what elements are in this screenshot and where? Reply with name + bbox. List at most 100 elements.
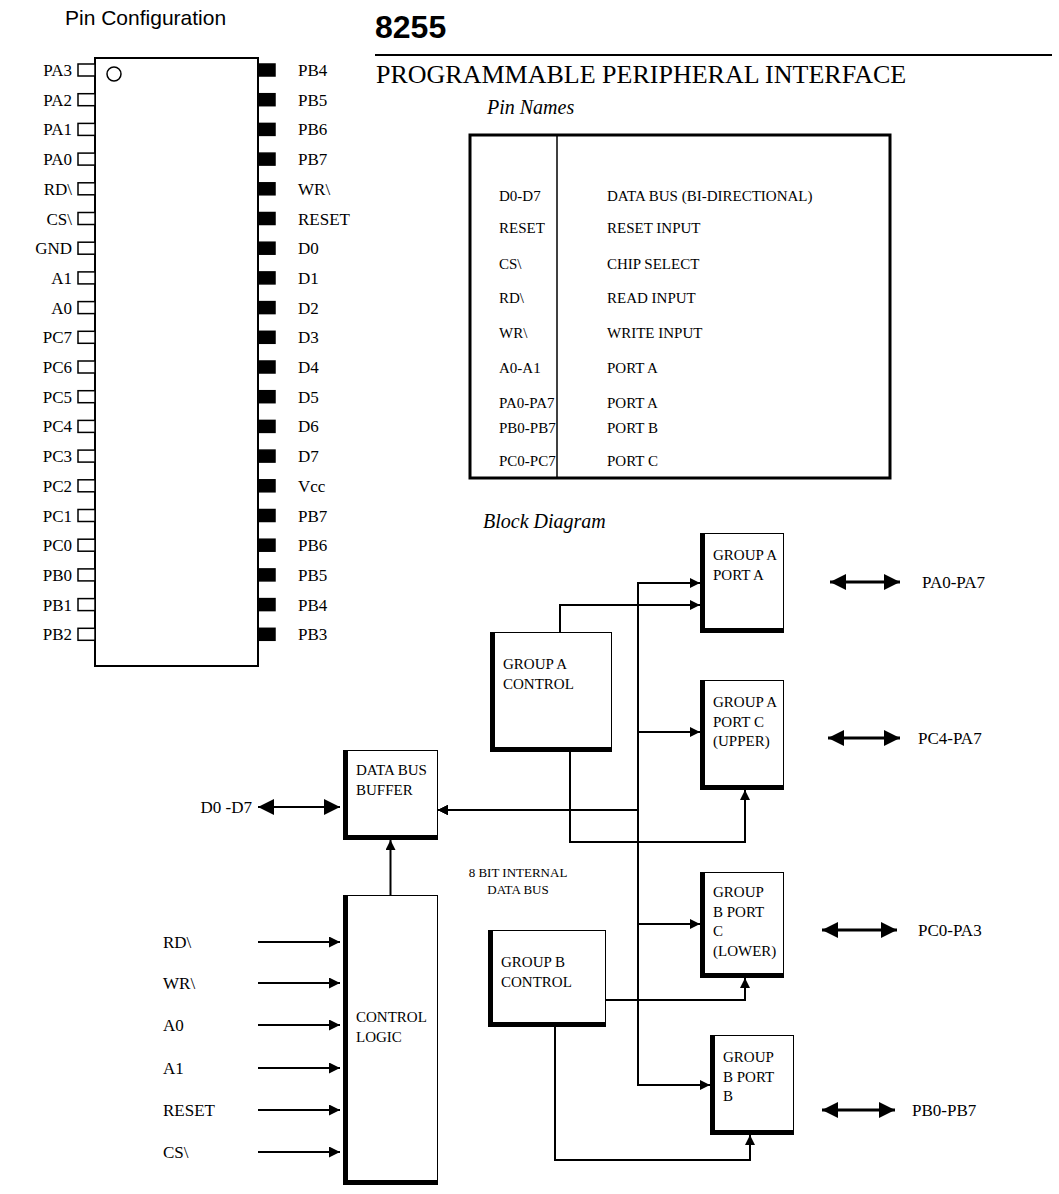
- pin-name: PB6: [298, 121, 327, 138]
- pin-name: PB0: [43, 566, 72, 583]
- pin-name: PA2: [43, 91, 72, 108]
- device-name: PROGRAMMABLE PERIPHERAL INTERFACE: [376, 60, 906, 90]
- table-heading: Pin Names: [487, 96, 574, 119]
- table-cell: READ INPUT: [607, 291, 696, 306]
- pin-name: PB4: [298, 62, 327, 79]
- table-cell: D0-D7: [499, 189, 541, 204]
- block-box: GROUP B PORT B: [710, 1035, 794, 1135]
- table-cell: CS\: [499, 257, 522, 272]
- table-cell: PB0-PB7: [499, 421, 556, 436]
- pin-name: PC2: [43, 477, 72, 494]
- pin-stub: [78, 361, 95, 373]
- table-cell: RESET: [499, 221, 545, 236]
- port-io-arrows: [822, 582, 900, 1110]
- table-cell: PORT C: [607, 454, 658, 469]
- pin-name: PB3: [298, 626, 327, 643]
- bus-connector: [560, 605, 700, 632]
- pin-stub: [258, 391, 275, 403]
- chip-title: 8255: [375, 10, 446, 45]
- pin-name: D1: [298, 269, 319, 286]
- block-box: GROUP A CONTROL: [490, 632, 612, 752]
- block-box: GROUP A PORT A: [700, 533, 784, 633]
- pin-stub: [258, 94, 275, 106]
- bus-connector: [390, 840, 392, 895]
- pin-stub: [258, 123, 275, 135]
- pin-name: PC4: [43, 418, 72, 435]
- signal-name: CS\: [163, 1144, 189, 1161]
- block-label: CONTROL LOGIC: [356, 1008, 431, 1047]
- pin1-notch: [107, 67, 121, 81]
- pin-name: PC6: [43, 359, 72, 376]
- pin-table-divider: [556, 135, 558, 478]
- block-label: GROUP A PORT A: [713, 546, 777, 585]
- pin-stub: [78, 569, 95, 581]
- pin-stub: [258, 153, 275, 165]
- pin-stub: [78, 391, 95, 403]
- pin-stub: [258, 272, 275, 284]
- pin-table-frame: [470, 135, 890, 478]
- pin-name: PA1: [43, 121, 72, 138]
- bus-connector: [606, 978, 745, 1000]
- block-label: GROUP B PORT B: [723, 1048, 787, 1107]
- table-cell: DATA BUS (BI-DIRECTIONAL): [607, 189, 812, 204]
- pin-stub: [258, 450, 275, 462]
- pin-stub: [78, 539, 95, 551]
- pin-stub: [258, 420, 275, 432]
- pin-name: PB6: [298, 537, 327, 554]
- pin-name: RESET: [298, 210, 350, 227]
- pin-stub: [258, 628, 275, 640]
- pin-name: PB5: [298, 91, 327, 108]
- block-label: GROUP A PORT C (UPPER): [713, 693, 777, 752]
- pin-name: PC5: [43, 388, 72, 405]
- chip-pins: [78, 64, 275, 640]
- table-cell: RESET INPUT: [607, 221, 700, 236]
- chip-body: [95, 58, 258, 666]
- signal-name: WR\: [163, 975, 195, 992]
- pin-name: PA0: [43, 151, 72, 168]
- pin-stub: [78, 599, 95, 611]
- table-cell: WR\: [499, 326, 527, 341]
- block-box: GROUP A PORT C (UPPER): [700, 680, 784, 790]
- pin-name: PC0: [43, 537, 72, 554]
- table-cell: PC0-PC7: [499, 454, 556, 469]
- pin-name: PC3: [43, 448, 72, 465]
- pin-stub: [258, 331, 275, 343]
- pin-stub: [78, 242, 95, 254]
- table-cell: PORT A: [607, 396, 658, 411]
- pin-stub: [258, 64, 275, 76]
- block-label: GROUP A CONTROL: [503, 655, 605, 694]
- pin-stub: [78, 420, 95, 432]
- pin-stub: [78, 183, 95, 195]
- block-box: CONTROL LOGIC: [343, 895, 438, 1185]
- pin-stub: [78, 94, 95, 106]
- pin-name: PB5: [298, 566, 327, 583]
- pin-name: PB1: [43, 596, 72, 613]
- pin-stub: [258, 183, 275, 195]
- pin-stub: [258, 539, 275, 551]
- pin-name: D2: [298, 299, 319, 316]
- pin-name: D5: [298, 388, 319, 405]
- port-pins: PC0-PA3: [918, 922, 982, 939]
- pin-name: PC7: [43, 329, 72, 346]
- block-box: DATA BUS BUFFER: [343, 750, 438, 840]
- pin-name: PA3: [43, 62, 72, 79]
- signal-name: RESET: [163, 1102, 215, 1119]
- pin-stub: [78, 64, 95, 76]
- table-cell: CHIP SELECT: [607, 257, 699, 272]
- pin-stub: [258, 480, 275, 492]
- pin-name: D7: [298, 448, 319, 465]
- pin-name: CS\: [46, 210, 72, 227]
- pin-stub: [78, 123, 95, 135]
- signal-name: RD\: [163, 934, 191, 951]
- pin-stub: [78, 153, 95, 165]
- signal-name: A0: [163, 1017, 184, 1034]
- pin-stub: [258, 599, 275, 611]
- pin-name: PB2: [43, 626, 72, 643]
- block-label: DATA BUS BUFFER: [356, 761, 431, 800]
- title-rule: [375, 54, 1052, 56]
- pin-stub: [258, 510, 275, 522]
- diagram-heading: Block Diagram: [483, 510, 606, 533]
- pin-name: WR\: [298, 180, 330, 197]
- port-pins: PC4-PA7: [918, 730, 982, 747]
- bus-connector: [438, 583, 700, 810]
